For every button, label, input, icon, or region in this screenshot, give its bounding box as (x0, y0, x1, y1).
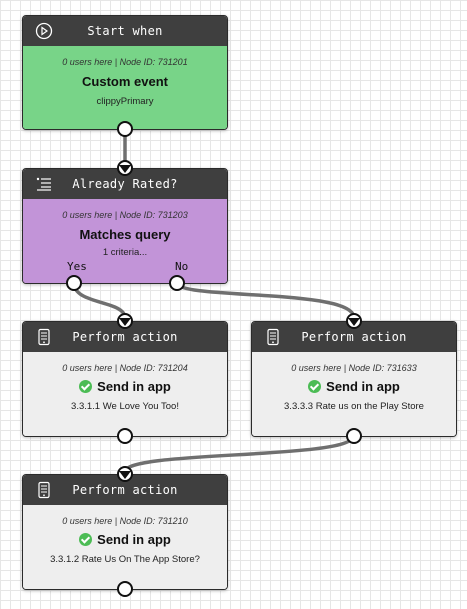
node-event-key: clippyPrimary (96, 96, 154, 107)
action-731210-input-port[interactable] (117, 466, 133, 482)
wire-no-to-action-731633 (175, 281, 356, 320)
node-event-name: Custom event (82, 74, 168, 89)
node-message-name: 3.3.3.3 Rate us on the Play Store (284, 401, 424, 412)
node-title: Perform action (72, 483, 178, 497)
check-circle-icon (79, 533, 93, 546)
node-meta: 0 users here | Node ID: 731633 (291, 363, 417, 373)
node-action-name: Send in app (252, 379, 456, 394)
node-title: Start when (87, 24, 163, 38)
node-body: 0 users here | Node ID: 731210 Send in a… (23, 505, 227, 589)
node-header: Start when (23, 16, 227, 46)
action-731204-output-port[interactable] (117, 428, 133, 444)
phone-device-icon (38, 481, 50, 499)
action-name-label: Send in app (97, 379, 171, 394)
node-title: Already Rated? (72, 177, 178, 191)
node-body: 0 users here | Node ID: 731204 Send in a… (23, 352, 227, 436)
action-731204-input-port[interactable] (117, 313, 133, 329)
start-output-port[interactable] (117, 121, 133, 137)
rated-input-port[interactable] (117, 160, 133, 176)
node-title: Perform action (72, 330, 178, 344)
phone-device-icon (267, 328, 279, 346)
action-name-label: Send in app (97, 532, 171, 547)
node-query-name: Matches query (79, 227, 171, 242)
node-meta: 0 users here | Node ID: 731203 (62, 210, 188, 220)
node-body: 0 users here | Node ID: 731203 Matches q… (23, 199, 227, 283)
action-731210-output-port[interactable] (117, 581, 133, 597)
node-perform-action-731204[interactable]: Perform action 0 users here | Node ID: 7… (22, 321, 228, 437)
no-output-port[interactable] (169, 275, 185, 291)
play-circle-icon (35, 22, 53, 40)
yes-branch-label: Yes (67, 260, 87, 273)
node-meta: 0 users here | Node ID: 731204 (62, 363, 188, 373)
check-circle-icon (308, 380, 322, 393)
no-branch-label: No (175, 260, 189, 273)
node-perform-action-731210[interactable]: Perform action 0 users here | Node ID: 7… (22, 474, 228, 590)
node-title: Perform action (301, 330, 407, 344)
node-meta: 0 users here | Node ID: 731201 (62, 57, 188, 67)
node-action-name: Send in app (23, 532, 227, 547)
node-meta: 0 users here | Node ID: 731210 (62, 516, 188, 526)
node-start-when[interactable]: Start when 0 users here | Node ID: 73120… (22, 15, 228, 130)
yes-output-port[interactable] (66, 275, 82, 291)
check-circle-icon (79, 380, 93, 393)
list-filter-icon (36, 177, 51, 191)
node-body: 0 users here | Node ID: 731201 Custom ev… (23, 46, 227, 129)
node-action-name: Send in app (23, 379, 227, 394)
phone-device-icon (38, 328, 50, 346)
node-body: 0 users here | Node ID: 731633 Send in a… (252, 352, 456, 436)
node-message-name: 3.3.1.1 We Love You Too! (71, 401, 179, 412)
node-criteria-summary: 1 criteria... (102, 247, 148, 258)
action-name-label: Send in app (326, 379, 400, 394)
node-message-name: 3.3.1.2 Rate Us On The App Store? (50, 554, 200, 565)
action-731633-output-port[interactable] (346, 428, 362, 444)
wire-731633-to-action-731210 (123, 434, 356, 474)
action-731633-input-port[interactable] (346, 313, 362, 329)
